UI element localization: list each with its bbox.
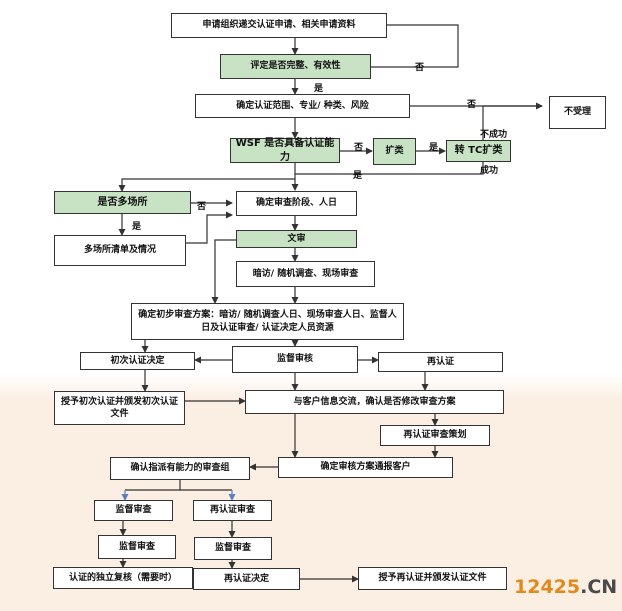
watermark-suffix: .CN [580, 576, 618, 598]
node-wsf-text: WSF 是否具备认证能力 [235, 138, 335, 163]
node-multisite-list-text: 多场所清单及情况 [83, 245, 156, 256]
node-initial-plan-text: 确定初步审查方案：暗访/ 随机调查人日、现场审查人日、监督人日及认证审查/ 认证… [138, 310, 397, 333]
node-apply-text: 申请组织递交认证申请、相关申请资料 [202, 20, 356, 31]
node-recert-text: 再认证 [426, 356, 454, 367]
node-wsf: WSF 是否具备认证能力 [230, 138, 340, 163]
node-unannounced-text: 暗访/ 随机调查、现场审查 [252, 268, 359, 279]
node-client-exchange-text: 与客户信息交流，确认是否修改审查方案 [293, 396, 456, 407]
node-recert-decision: 再认证决定 [193, 568, 300, 590]
node-confirm-team: 确认指派有能力的审查组 [110, 457, 250, 480]
node-recert-plan-text: 再认证审查策划 [403, 430, 467, 441]
node-surveillance-audit: 监督审核 [232, 346, 358, 373]
label-fail: 不成功 [480, 130, 508, 140]
node-surv-review-1-text: 监督审查 [115, 505, 152, 516]
label-yes-wsf: 是 [353, 171, 363, 181]
node-recert-decision-text: 再认证决定 [223, 573, 269, 584]
watermark: 12425.CN [514, 576, 617, 598]
node-multisite-list: 多场所清单及情况 [54, 235, 186, 266]
label-no-scope: 否 [467, 100, 477, 110]
node-independent-review: 认证的独立复核（需要时） [53, 567, 193, 589]
label-no-wsf: 否 [354, 143, 364, 153]
node-reject: 不受理 [549, 96, 606, 129]
node-surv-review-2: 监督审查 [98, 535, 176, 559]
node-multisite-text: 是否多场所 [97, 196, 148, 208]
node-apply: 申请组织递交认证申请、相关申请资料 [171, 13, 387, 38]
node-multisite: 是否多场所 [54, 191, 191, 214]
node-scope-text: 确定认证范围、专业/ 种类、风险 [236, 100, 369, 111]
node-confirm-team-text: 确认指派有能力的审查组 [130, 463, 230, 474]
label-no-evaluate: 否 [415, 63, 425, 73]
node-surv-review-1: 监督审查 [94, 500, 173, 521]
node-reject-text: 不受理 [563, 107, 591, 118]
node-report-plan: 确定审核方案通报客户 [278, 457, 453, 478]
node-recert-plan: 再认证审查策划 [380, 425, 490, 446]
node-recert-review: 再认证审查 [193, 500, 272, 521]
node-tc-expand-text: 转 TC扩类 [454, 145, 503, 157]
label-yes-expand: 是 [429, 143, 439, 153]
node-initial-decision: 初次认证决定 [80, 352, 195, 370]
node-doc-review: 文审 [236, 230, 357, 248]
node-audit-stage-text: 确定审查阶段、人日 [255, 198, 337, 209]
node-tc-expand: 转 TC扩类 [446, 140, 511, 162]
node-expand-text: 扩类 [385, 146, 404, 157]
node-surv-review-2-text: 监督审查 [118, 541, 155, 552]
node-grant-recert-text: 授予再认证并颁发认证文件 [378, 573, 487, 584]
node-unannounced: 暗访/ 随机调查、现场审查 [236, 261, 375, 287]
node-grant-initial: 授予初次认证并颁发初次认证文件 [54, 391, 185, 425]
label-yes-evaluate: 是 [314, 84, 324, 94]
node-grant-recert: 授予再认证并颁发认证文件 [358, 567, 507, 590]
node-scope: 确定认证范围、专业/ 种类、风险 [195, 94, 410, 118]
node-client-exchange: 与客户信息交流，确认是否修改审查方案 [245, 390, 504, 414]
node-recert: 再认证 [378, 352, 503, 372]
node-report-plan-text: 确定审核方案通报客户 [320, 462, 411, 473]
node-doc-review-text: 文审 [287, 233, 306, 244]
node-surveillance-audit-text: 监督审核 [276, 354, 313, 365]
node-initial-decision-text: 初次认证决定 [110, 355, 165, 366]
node-grant-initial-text: 授予初次认证并颁发初次认证文件 [60, 396, 178, 419]
node-expand: 扩类 [373, 138, 416, 165]
label-no-multisite: 否 [197, 202, 207, 212]
node-evaluate: 评定是否完整、有效性 [220, 54, 371, 79]
node-recert-review-text: 再认证审查 [209, 505, 255, 516]
node-independent-review-text: 认证的独立复核（需要时） [68, 572, 177, 583]
node-surv-review-3: 监督审查 [194, 537, 272, 560]
watermark-number: 12425 [514, 576, 581, 598]
node-evaluate-text: 评定是否完整、有效性 [250, 61, 341, 72]
node-surv-review-3-text: 监督审查 [214, 543, 251, 554]
label-success: 成功 [480, 166, 499, 176]
node-audit-stage: 确定审查阶段、人日 [236, 191, 357, 216]
node-initial-plan: 确定初步审查方案：暗访/ 随机调查人日、现场审查人日、监督人日及认证审查/ 认证… [131, 303, 404, 340]
label-yes-multisite: 是 [132, 222, 142, 232]
